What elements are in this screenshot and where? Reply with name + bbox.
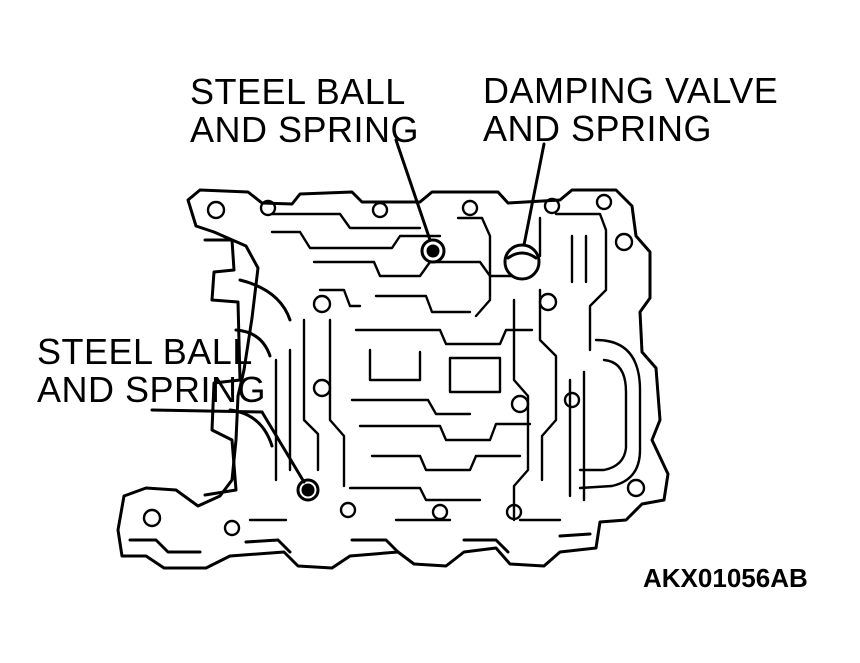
bottom-flange xyxy=(128,532,592,554)
callout-line: AND SPRING xyxy=(483,108,713,149)
valve-body-outline xyxy=(116,188,670,570)
callout-steel-ball-top: STEEL BALL AND SPRING xyxy=(190,73,419,149)
callout-line: DAMPING VALVE xyxy=(483,70,779,111)
callout-line: AND SPRING xyxy=(190,109,420,150)
callout-steel-ball-left: STEEL BALL AND SPRING xyxy=(37,333,266,409)
leader-lines xyxy=(150,138,546,484)
steel-ball-top xyxy=(420,238,446,264)
fluid-passages xyxy=(248,212,642,522)
callout-line: STEEL BALL xyxy=(37,331,253,372)
bolt-holes xyxy=(142,193,646,537)
damping-valve xyxy=(503,243,541,281)
callout-line: STEEL BALL xyxy=(190,71,406,112)
rear-casing-outline xyxy=(203,238,242,497)
callout-line: AND SPRING xyxy=(37,369,267,410)
figure-id: AKX01056AB xyxy=(643,563,808,593)
steel-ball-left xyxy=(296,478,320,502)
callout-damping-valve: DAMPING VALVE AND SPRING xyxy=(483,72,778,148)
